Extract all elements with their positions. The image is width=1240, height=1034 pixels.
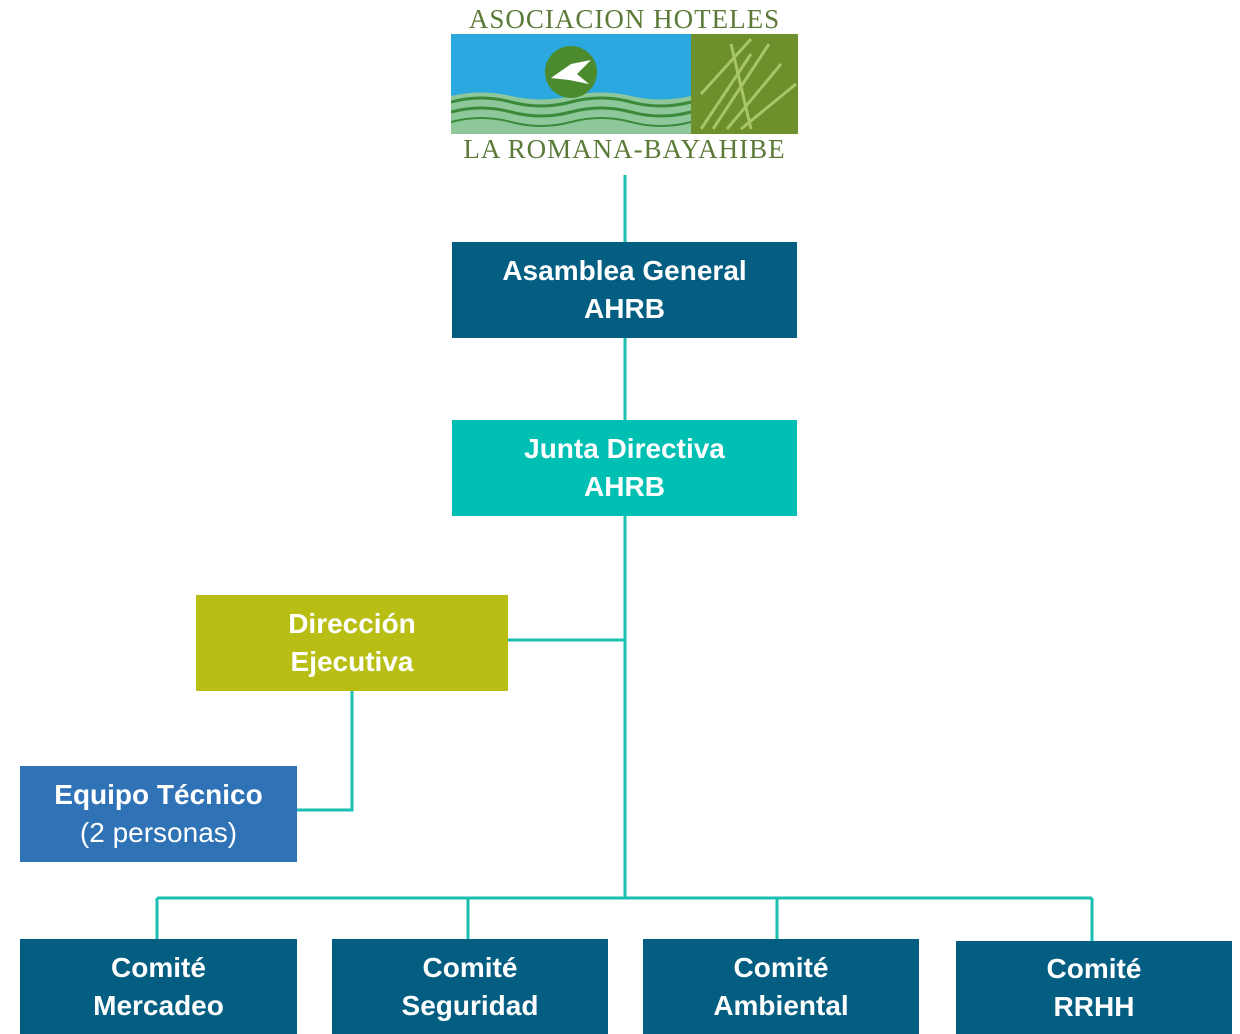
node-title: Comité bbox=[422, 951, 518, 983]
logo-emblem bbox=[451, 34, 798, 134]
node-title: Asamblea General bbox=[502, 255, 747, 286]
node-subtitle: Ambiental bbox=[713, 989, 849, 1021]
node-title: Comité bbox=[733, 951, 829, 983]
bird-icon bbox=[551, 60, 591, 84]
node-title: Dirección bbox=[288, 608, 416, 639]
node-title: Comité bbox=[1046, 952, 1142, 984]
node-title: Comité bbox=[111, 951, 206, 983]
node-junta-directiva: Junta Directiva AHRB bbox=[452, 420, 797, 516]
logo-top-text: ASOCIACION HOTELES bbox=[468, 4, 781, 34]
node-comite-seguridad: Comité Seguridad bbox=[332, 939, 608, 1034]
node-comite-ambiental: Comité Ambiental bbox=[643, 939, 919, 1034]
logo-bottom-text: LA ROMANA-BAYAHIBE bbox=[463, 134, 786, 164]
node-subtitle: Ejecutiva bbox=[290, 646, 414, 677]
connector-equipo bbox=[297, 691, 354, 812]
association-logo: ASOCIACION HOTELES LA ROMANA-BAYAHIBE bbox=[451, 4, 798, 164]
node-asamblea-general: Asamblea General AHRB bbox=[452, 242, 797, 338]
node-comite-rrhh: Comité RRHH bbox=[956, 941, 1232, 1034]
node-comite-mercadeo: Comité Mercadeo bbox=[20, 939, 297, 1034]
node-subtitle: AHRB bbox=[584, 471, 665, 502]
node-title: Equipo Técnico bbox=[54, 779, 263, 810]
node-equipo-tecnico: Equipo Técnico (2 personas) bbox=[20, 766, 297, 862]
node-subtitle: AHRB bbox=[584, 293, 665, 324]
node-subtitle: (2 personas) bbox=[79, 817, 238, 848]
node-subtitle: Mercadeo bbox=[93, 989, 224, 1021]
node-title: Junta Directiva bbox=[524, 433, 725, 464]
node-direccion-ejecutiva: Dirección Ejecutiva bbox=[196, 595, 508, 691]
node-subtitle: RRHH bbox=[1053, 990, 1135, 1022]
node-subtitle: Seguridad bbox=[401, 989, 539, 1021]
